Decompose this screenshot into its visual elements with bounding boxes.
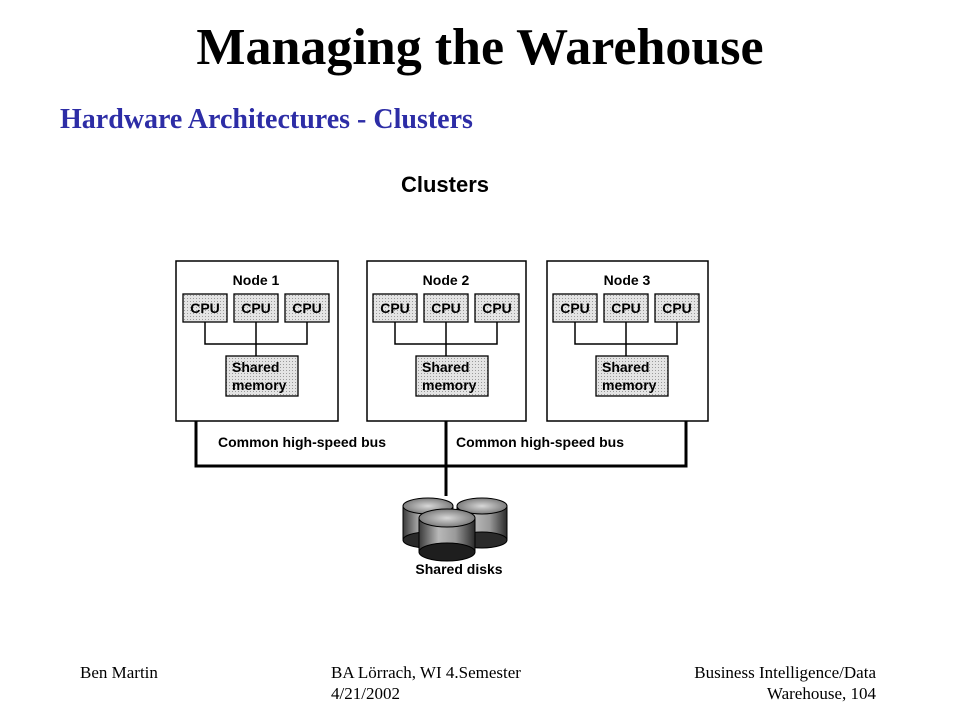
cpu-connector — [204, 322, 308, 356]
shared-memory-box — [225, 355, 299, 397]
shared-memory-label: memory — [602, 377, 657, 393]
shared-disks-icon — [402, 497, 508, 562]
footer-course-line1: BA Lörrach, WI 4.Semester — [331, 663, 521, 682]
footer-author: Ben Martin — [80, 663, 158, 682]
shared-memory-label: Shared — [422, 359, 469, 375]
cpu-label: CPU — [611, 300, 641, 316]
bus-label-right: Common high-speed bus — [456, 434, 624, 450]
cpu-connector — [394, 322, 498, 356]
node-label: Node 1 — [233, 272, 280, 288]
shared-memory-label: memory — [232, 377, 287, 393]
footer-page: Warehouse, 104 — [766, 684, 876, 703]
shared-memory-box — [595, 355, 669, 397]
cpu-box — [423, 293, 469, 323]
node-1: Node 1 CPU CPU CPU Shared memory — [175, 260, 339, 422]
shared-disks-label: Shared disks — [415, 561, 502, 577]
bus-label-left: Common high-speed bus — [218, 434, 386, 450]
cpu-box — [603, 293, 649, 323]
cpu-label: CPU — [241, 300, 271, 316]
node-2: Node 2 CPU CPU CPU Shared memory — [366, 260, 527, 422]
node-label: Node 3 — [604, 272, 651, 288]
cpu-connector — [574, 322, 678, 356]
slide-subtitle: Hardware Architectures - Clusters — [60, 104, 473, 135]
cpu-box — [233, 293, 279, 323]
footer-topic: Business Intelligence/Data Warehouse, 10… — [616, 662, 876, 704]
footer-course: BA Lörrach, WI 4.Semester 4/21/2002 — [331, 662, 521, 704]
cpu-box — [552, 293, 598, 323]
cpu-label: CPU — [560, 300, 590, 316]
cpu-label: CPU — [482, 300, 512, 316]
cpu-label: CPU — [431, 300, 461, 316]
high-speed-bus — [194, 421, 688, 496]
shared-memory-label: memory — [422, 377, 477, 393]
cpu-box — [182, 293, 228, 323]
cpu-label: CPU — [292, 300, 322, 316]
shared-memory-box — [415, 355, 489, 397]
node-label: Node 2 — [423, 272, 470, 288]
cpu-label: CPU — [662, 300, 692, 316]
shared-memory-label: Shared — [602, 359, 649, 375]
cpu-label: CPU — [380, 300, 410, 316]
slide-title: Managing the Warehouse — [196, 19, 764, 76]
diagram-heading: Clusters — [401, 172, 489, 197]
cpu-box — [372, 293, 418, 323]
node-3: Node 3 CPU CPU CPU Shared memory — [546, 260, 709, 422]
cpu-label: CPU — [190, 300, 220, 316]
shared-memory-label: Shared — [232, 359, 279, 375]
cpu-box — [654, 293, 700, 323]
footer-date: 4/21/2002 — [331, 684, 400, 703]
footer-topic-line1: Business Intelligence/Data — [694, 663, 876, 682]
